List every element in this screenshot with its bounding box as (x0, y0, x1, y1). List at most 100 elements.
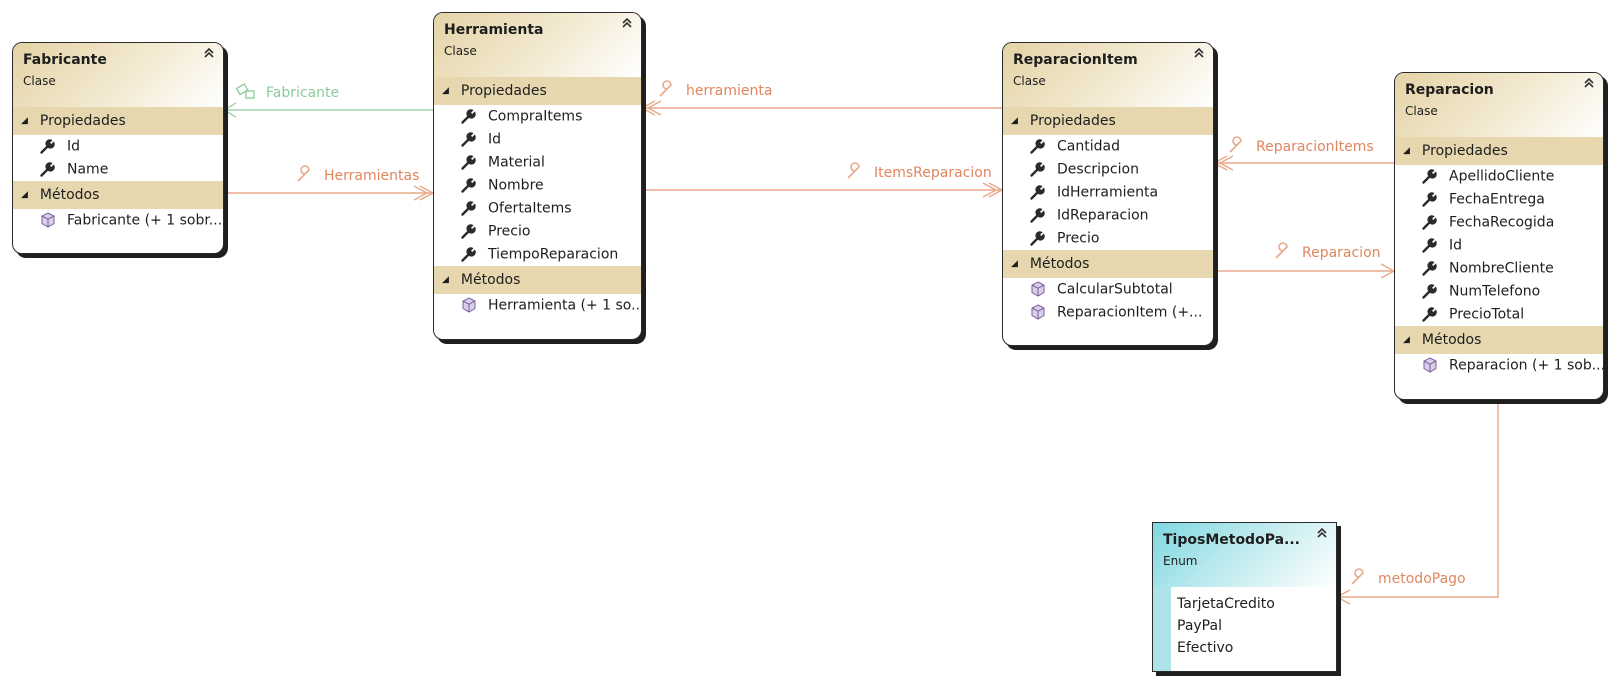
member-label: OfertaItems (488, 200, 572, 217)
member-label: Name (67, 161, 109, 178)
collapse-icon[interactable] (621, 17, 633, 33)
property-item[interactable]: IdReparacion (1003, 204, 1213, 227)
expand-triangle-icon[interactable]: ◢ (1011, 116, 1018, 126)
enum-box-tiposmetodopago[interactable]: TiposMetodoPa... Enum TarjetaCredito Pay… (1152, 522, 1337, 672)
wrench-icon (1029, 181, 1047, 204)
property-item[interactable]: Id (1395, 234, 1603, 257)
expand-triangle-icon[interactable]: ◢ (1403, 146, 1410, 156)
member-label: Id (67, 138, 81, 155)
collapse-icon[interactable] (203, 47, 215, 63)
member-label: Precio (488, 223, 531, 240)
wrench-icon (460, 128, 478, 151)
connector-label-itemsreparacion[interactable]: ItemsReparacion (846, 162, 992, 184)
wrench-icon (846, 162, 864, 184)
method-item[interactable]: CalcularSubtotal (1003, 278, 1213, 301)
section-header-methods[interactable]: ◢ Métodos (1003, 250, 1213, 278)
section-label: Métodos (1029, 256, 1090, 272)
expand-triangle-icon[interactable]: ◢ (442, 275, 449, 285)
method-item[interactable]: Fabricante (+ 1 sobr... (13, 209, 223, 232)
property-item[interactable]: PrecioTotal (1395, 303, 1603, 326)
method-item[interactable]: Reparacion (+ 1 sob... (1395, 354, 1603, 377)
connector-label-metodopago[interactable]: metodoPago (1350, 568, 1466, 590)
section-header-methods[interactable]: ◢Métodos (13, 181, 223, 209)
property-item[interactable]: ApellidoCliente (1395, 165, 1603, 188)
section-header-properties[interactable]: ◢ Propiedades (434, 77, 641, 105)
collapse-icon[interactable] (1193, 47, 1205, 63)
connector-label-text: metodoPago (1378, 571, 1466, 587)
property-item[interactable]: Nombre (434, 174, 641, 197)
property-item[interactable]: Id (434, 128, 641, 151)
class-kind: Clase (1405, 104, 1438, 118)
wrench-icon (460, 220, 478, 243)
connector-label-text: Fabricante (266, 85, 340, 101)
class-title: ReparacionItem (1013, 52, 1138, 68)
enum-member[interactable]: TarjetaCredito (1177, 596, 1275, 612)
class-kind: Clase (23, 74, 56, 88)
method-item[interactable]: Herramienta (+ 1 so... (434, 294, 641, 317)
member-label: Nombre (488, 177, 544, 194)
enum-member[interactable]: Efectivo (1177, 640, 1234, 656)
section-header-methods[interactable]: ◢Métodos (434, 266, 641, 294)
expand-triangle-icon[interactable]: ◢ (21, 116, 28, 126)
connector-label-reparacion[interactable]: Reparacion (1274, 242, 1381, 264)
connector-metodopago (1337, 400, 1499, 598)
cube-icon (1029, 278, 1047, 301)
member-label: TiempoReparacion (488, 246, 619, 263)
expand-triangle-icon[interactable]: ◢ (1403, 335, 1410, 345)
expand-triangle-icon[interactable]: ◢ (21, 190, 28, 200)
class-kind: Clase (1013, 74, 1046, 88)
connector-label-fabricante[interactable]: Fabricante (235, 82, 340, 104)
property-item[interactable]: FechaEntrega (1395, 188, 1603, 211)
property-item[interactable]: Descripcion (1003, 158, 1213, 181)
property-item[interactable]: Name (13, 158, 223, 181)
property-item[interactable]: Cantidad (1003, 135, 1213, 158)
member-label: Material (488, 154, 545, 171)
property-item[interactable]: Precio (1003, 227, 1213, 250)
section-header-methods[interactable]: ◢Métodos (1395, 326, 1603, 354)
section-label: Propiedades (1029, 113, 1116, 129)
section-header-properties[interactable]: ◢Propiedades (13, 107, 223, 135)
method-item[interactable]: ReparacionItem (+... (1003, 301, 1213, 324)
property-item[interactable]: NumTelefono (1395, 280, 1603, 303)
connector-label-herramienta[interactable]: herramienta (658, 80, 772, 102)
property-item[interactable]: CompraItems (434, 105, 641, 128)
connector-label-reparacionitems[interactable]: ReparacionItems (1228, 136, 1374, 158)
member-label: PrecioTotal (1449, 306, 1525, 323)
member-label: Descripcion (1057, 161, 1139, 178)
cube-icon (39, 209, 57, 232)
property-item[interactable]: IdHerramienta (1003, 181, 1213, 204)
expand-triangle-icon[interactable]: ◢ (1011, 259, 1018, 269)
connector-label-herramientas[interactable]: Herramientas (296, 165, 419, 187)
member-label: ReparacionItem (+... (1057, 304, 1203, 321)
enum-member[interactable]: PayPal (1177, 618, 1222, 634)
connector-label-text: Herramientas (324, 168, 420, 184)
wrench-icon (1029, 227, 1047, 250)
member-label: CompraItems (488, 108, 583, 125)
property-item[interactable]: NombreCliente (1395, 257, 1603, 280)
member-label: Reparacion (+ 1 sob... (1449, 357, 1603, 374)
collapse-icon[interactable] (1316, 527, 1328, 543)
expand-triangle-icon[interactable]: ◢ (442, 86, 449, 96)
property-item[interactable]: Id (13, 135, 223, 158)
property-item[interactable]: FechaRecogida (1395, 211, 1603, 234)
property-item[interactable]: OfertaItems (434, 197, 641, 220)
connector-label-text: ItemsReparacion (874, 165, 992, 181)
section-label: Propiedades (460, 83, 547, 99)
wrench-icon (460, 174, 478, 197)
collapse-icon[interactable] (1583, 77, 1595, 93)
section-header-properties[interactable]: ◢ Propiedades (1003, 107, 1213, 135)
property-item[interactable]: Precio (434, 220, 641, 243)
section-header-properties[interactable]: ◢Propiedades (1395, 137, 1603, 165)
property-item[interactable]: Material (434, 151, 641, 174)
member-label: IdHerramienta (1057, 184, 1159, 201)
wrench-icon (1228, 136, 1246, 158)
property-item[interactable]: TiempoReparacion (434, 243, 641, 266)
wrench-icon (460, 151, 478, 174)
wrench-icon (1350, 568, 1368, 590)
